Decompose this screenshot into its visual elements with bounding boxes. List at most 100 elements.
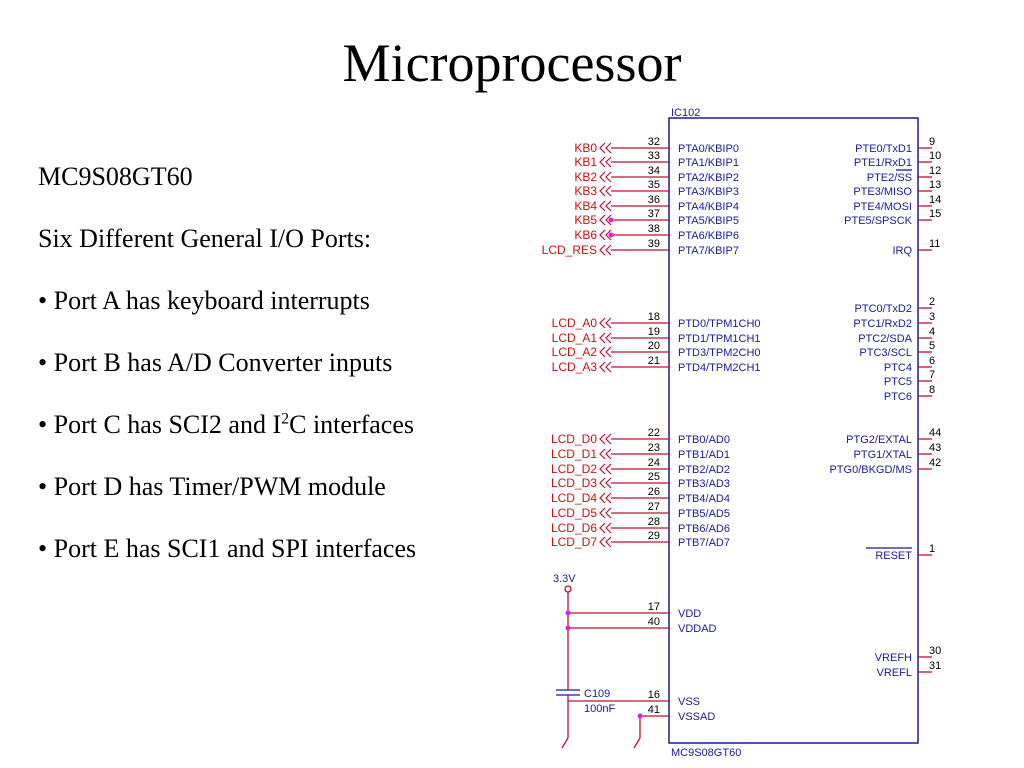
pin-number: 19: [648, 326, 660, 338]
net-label: LCD_RES: [542, 243, 597, 257]
pin-number: 17: [648, 601, 660, 613]
pin-name: PTB6/AD6: [678, 523, 730, 535]
net-connector-icon: [599, 448, 612, 460]
pin-name: PTA3/KBIP3: [678, 186, 739, 198]
pin-number: 1: [929, 543, 935, 555]
pin-number: 26: [648, 486, 660, 498]
pin-number: 2: [929, 296, 935, 308]
pin-name: PTC0/TxD2: [855, 303, 912, 315]
pin-name: PTD3/TPM2CH0: [678, 347, 761, 359]
net-connector-icon: [599, 200, 612, 212]
pin-number: 29: [648, 530, 660, 542]
pin-number: 39: [648, 238, 660, 250]
pin-number: 25: [648, 471, 660, 483]
net-connector-icon: [599, 171, 612, 183]
pin-number: 10: [929, 150, 941, 162]
pin-number: 20: [648, 340, 660, 352]
pin-name: PTE2/SS: [867, 172, 912, 184]
net-connector-icon: [599, 507, 612, 519]
pin-number: 5: [929, 340, 935, 352]
net-connector-icon: [599, 536, 612, 548]
net-label: KB0: [574, 141, 597, 155]
pin-name: PTB0/AD0: [678, 434, 730, 446]
pin-name: PTC6: [884, 391, 912, 403]
pin-name: PTB3/AD3: [678, 478, 730, 490]
net-label: LCD_A0: [552, 316, 598, 330]
pin-name: PTG2/EXTAL: [846, 434, 912, 446]
pin-number: 43: [929, 442, 941, 454]
pin-name: PTD4/TPM2CH1: [678, 362, 761, 374]
pin-number: 21: [648, 355, 660, 367]
capacitor-ref: C109: [584, 688, 610, 700]
pin-name: PTA1/KBIP1: [678, 157, 739, 169]
net-connector-icon: [599, 244, 612, 256]
pin-name: PTA4/KBIP4: [678, 201, 739, 213]
supply-symbol: [564, 585, 572, 593]
pin-name: RESET: [875, 550, 912, 562]
capacitor-value: 100nF: [584, 703, 615, 715]
net-connector-icon: [599, 229, 612, 241]
net-label: LCD_D4: [551, 491, 597, 505]
pin-number: 12: [929, 165, 941, 177]
pin-number: 14: [929, 194, 941, 206]
ground-icon: [633, 737, 641, 749]
net-connector-icon: [599, 477, 612, 489]
net-connector-icon: [599, 361, 612, 373]
pin-number: 32: [648, 136, 660, 148]
pin-number: 41: [648, 704, 660, 716]
pin-number: 28: [648, 516, 660, 528]
pin-name: PTC3/SCL: [859, 347, 912, 359]
pin-name: VSSAD: [678, 711, 715, 723]
net-label: LCD_D3: [551, 476, 597, 490]
pin-name: PTG1/XTAL: [854, 449, 912, 461]
pin-number: 18: [648, 311, 660, 323]
net-label: LCD_D1: [551, 447, 597, 461]
pin-number: 30: [929, 645, 941, 657]
ic-body: [668, 117, 919, 744]
net-connector-icon: [599, 492, 612, 504]
pin-name: PTE1/RxD1: [854, 157, 912, 169]
bullet-port-b: • Port B has A/D Converter inputs: [38, 348, 393, 377]
net-label: LCD_D0: [551, 432, 597, 446]
pin-number: 40: [648, 616, 660, 628]
pin-name: VREFL: [877, 667, 912, 679]
pin-name: PTB7/AD7: [678, 537, 730, 549]
pin-number: 6: [929, 355, 935, 367]
bullet-port-c-post: C interfaces: [289, 410, 414, 439]
pin-number: 37: [648, 208, 660, 220]
pin-name: PTC4: [884, 362, 912, 374]
pin-number: 34: [648, 165, 660, 177]
net-label: KB5: [574, 213, 597, 227]
pin-number: 35: [648, 179, 660, 191]
pin-name: IRQ: [892, 245, 912, 257]
pin-name: PTG0/BKGD/MS: [829, 464, 912, 476]
net-label: LCD_D5: [551, 506, 597, 520]
bullet-port-d: • Port D has Timer/PWM module: [38, 472, 386, 501]
part-number-text: MC9S08GT60: [38, 162, 193, 191]
pin-name: PTD0/TPM1CH0: [678, 318, 761, 330]
pin-number: 33: [648, 150, 660, 162]
pin-number: 8: [929, 384, 935, 396]
pin-name: PTA7/KBIP7: [678, 245, 739, 257]
pin-number: 24: [648, 457, 660, 469]
pin-name: PTE3/MISO: [853, 186, 912, 198]
pin-number: 44: [929, 427, 941, 439]
pin-number: 23: [648, 442, 660, 454]
pin-number: 36: [648, 194, 660, 206]
bullet-port-c-pre: • Port C has SCI2 and I: [38, 410, 282, 439]
net-label: LCD_A2: [552, 345, 598, 359]
pin-name: PTD1/TPM1CH1: [678, 333, 761, 345]
net-connector-icon: [599, 463, 612, 475]
net-connector-icon: [599, 142, 612, 154]
pin-name: PTE0/TxD1: [855, 143, 912, 155]
pin-number: 3: [929, 311, 935, 323]
pin-name: PTA2/KBIP2: [678, 172, 739, 184]
pin-number: 16: [648, 689, 660, 701]
ports-heading: Six Different General I/O Ports:: [38, 224, 372, 253]
net-connector-icon: [599, 214, 612, 226]
pin-name: PTE4/MOSI: [853, 201, 912, 213]
pin-name: PTA6/KBIP6: [678, 230, 739, 242]
ic-part-label: MC9S08GT60: [671, 747, 741, 759]
pin-number: 27: [648, 501, 660, 513]
